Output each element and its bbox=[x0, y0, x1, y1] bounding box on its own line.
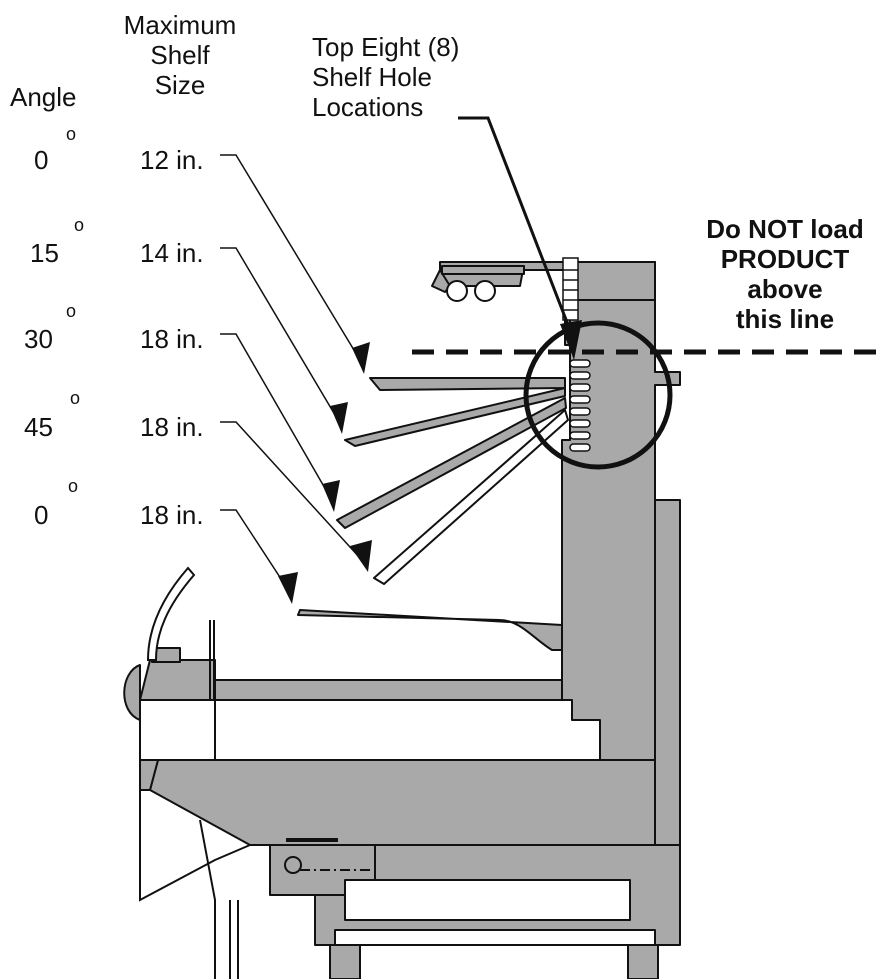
shelf-hole-7 bbox=[569, 431, 591, 440]
shelf-hole-line2: Shelf Hole bbox=[312, 62, 432, 92]
lower-tray bbox=[139, 699, 216, 761]
degree-mark-3: o bbox=[70, 388, 81, 408]
arrowhead-18in-30 bbox=[322, 480, 340, 512]
shelf-hole-line1: Top Eight (8) bbox=[312, 32, 460, 62]
angle-value-2: 30 bbox=[24, 324, 53, 354]
shelf-hole-6 bbox=[569, 419, 591, 428]
shelf-15-deg bbox=[344, 387, 566, 447]
arrowhead-14in bbox=[330, 402, 348, 434]
angle-value-1: 15 bbox=[30, 238, 59, 268]
shelf-hole-line3: Locations bbox=[312, 92, 424, 122]
shelf-hole-2 bbox=[569, 371, 591, 380]
shelf-0-deg-bottom bbox=[297, 609, 563, 651]
shelf-hole-5 bbox=[569, 407, 591, 416]
vertical-rack bbox=[562, 257, 579, 321]
lower-chute bbox=[139, 790, 251, 902]
degree-mark-2: o bbox=[66, 301, 77, 321]
top-bracket bbox=[431, 269, 451, 293]
size-value-1: 14 in. bbox=[140, 238, 204, 268]
guard-rail bbox=[146, 566, 196, 661]
degree-mark-1: o bbox=[74, 215, 85, 235]
load-warning: Do NOT load PRODUCT above this line bbox=[680, 214, 890, 334]
size-value-2: 18 in. bbox=[140, 324, 204, 354]
warning-line1: Do NOT load bbox=[706, 214, 864, 244]
front-knob bbox=[123, 664, 141, 721]
shelf-hole-8 bbox=[569, 443, 591, 452]
base-leg-right bbox=[627, 944, 659, 979]
drawer-outline bbox=[344, 879, 631, 921]
leader-18in-30 bbox=[220, 333, 331, 498]
shelf-hole-highlight-circle bbox=[523, 320, 673, 470]
base-leg-left bbox=[329, 944, 361, 979]
angle-value-4: 0 bbox=[34, 500, 49, 530]
shelf-30-deg bbox=[336, 397, 567, 529]
shelf-hole-3 bbox=[569, 383, 591, 392]
size-value-3: 18 in. bbox=[140, 412, 204, 442]
warning-line2: PRODUCT bbox=[720, 244, 850, 274]
wheel-left bbox=[446, 280, 468, 302]
shelf-hole-pointer bbox=[458, 116, 572, 331]
drawer-knob bbox=[284, 856, 302, 874]
degree-mark-0: o bbox=[66, 124, 77, 144]
rear-panel bbox=[654, 499, 681, 846]
angle-value-3: 45 bbox=[24, 412, 53, 442]
wheel-right bbox=[474, 280, 496, 302]
shelf-45-deg bbox=[373, 409, 569, 585]
degree-mark-4: o bbox=[68, 476, 79, 496]
warning-line4: this line bbox=[735, 304, 835, 334]
warning-line3: above bbox=[747, 274, 823, 304]
arrowhead-12in bbox=[352, 342, 370, 374]
max-shelf-size-line1: Maximum bbox=[123, 10, 237, 40]
leader-18in-0 bbox=[220, 509, 288, 589]
max-shelf-size-header: Maximum Shelf Size bbox=[100, 10, 260, 100]
shelf-hole-arrowhead bbox=[560, 320, 582, 360]
arrowhead-18in-0 bbox=[278, 572, 298, 604]
shelf-0-deg-top bbox=[369, 377, 566, 391]
leader-14in bbox=[220, 247, 339, 421]
base-deck bbox=[149, 759, 656, 846]
angle-value-0: 0 bbox=[34, 145, 49, 175]
hood-rail bbox=[441, 265, 525, 275]
shelf-hole-1 bbox=[569, 359, 591, 368]
size-value-0: 12 in. bbox=[140, 145, 204, 175]
angle-header: Angle bbox=[10, 82, 77, 112]
shelf-hole-header: Top Eight (8) Shelf Hole Locations bbox=[312, 32, 459, 122]
lower-base-cut bbox=[334, 929, 656, 946]
max-shelf-size-line2: Shelf bbox=[150, 40, 210, 70]
leader-18in-45 bbox=[220, 421, 361, 559]
shelf-hole-4 bbox=[569, 395, 591, 404]
middle-deck bbox=[214, 679, 563, 701]
chute-rail bbox=[199, 819, 216, 979]
max-shelf-size-line3: Size bbox=[154, 70, 206, 100]
arrowhead-18in-45 bbox=[350, 540, 372, 572]
size-value-4: 18 in. bbox=[140, 500, 204, 530]
leader-12in bbox=[220, 154, 361, 361]
